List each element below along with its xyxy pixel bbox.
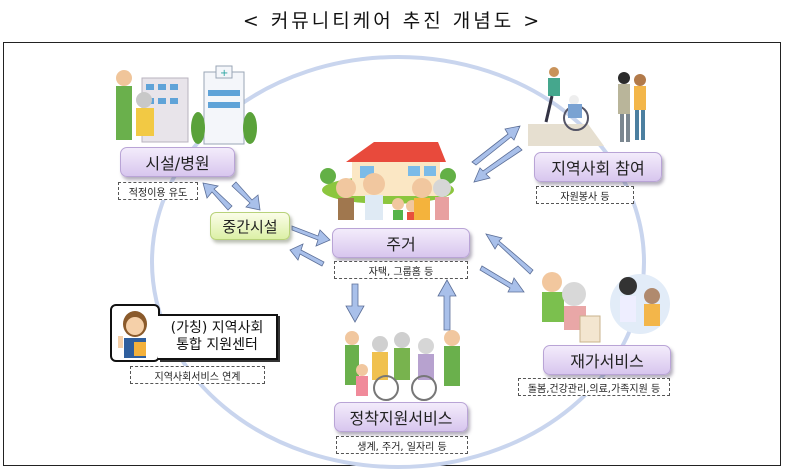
support-center-note: 지역사회서비스 연계 (130, 366, 265, 384)
community-note: 자원봉사 등 (536, 186, 634, 204)
housing-note: 자택, 그룹홈 등 (334, 261, 468, 279)
arrow-housing-to-settlement (345, 283, 365, 323)
arrow-settlement-to-housing (437, 279, 457, 331)
intermediate-facility-box: 중간시설 (210, 212, 290, 240)
support-center-note-text: 지역사회서비스 연계 (154, 371, 241, 383)
svg-text:+: + (220, 68, 228, 79)
facility-hospital-box: 시설/병원 (120, 147, 235, 177)
intermediate-label: 중간시설 (222, 217, 278, 236)
housing-box: 주거 (332, 228, 470, 258)
community-note-text: 자원봉사 등 (560, 191, 610, 203)
cycle-circle (150, 55, 646, 469)
support-center-line1: (가칭) 지역사회 (170, 320, 264, 336)
support-center-line2: 통합 지원센터 (176, 337, 258, 353)
support-center-box: (가칭) 지역사회 통합 지원센터 (110, 304, 280, 362)
home-care-illustration (542, 272, 670, 343)
arrow-homeservice-to-housing (485, 233, 534, 275)
settlement-support-box: 정착지원서비스 (334, 402, 468, 432)
arrow-intermediate-to-housing (291, 225, 331, 247)
home-service-note: 돌봄,건강관리,의료,가족지원 등 (518, 378, 670, 396)
facility-hospital-illustration: + (116, 65, 257, 145)
housing-note-text: 자택, 그룹홈 등 (368, 266, 434, 278)
counselor-icon (118, 311, 147, 358)
settlement-note: 생계, 주거, 일자리 등 (336, 436, 468, 454)
counselor-portrait-illustration (110, 304, 160, 362)
arrow-intermediate-to-facility (202, 182, 233, 211)
community-participation-box: 지역사회 참여 (534, 152, 662, 182)
page-title: < 커뮤니티케어 추진 개념도 > (242, 10, 543, 32)
support-center-label: (가칭) 지역사회 통합 지원센터 (158, 314, 278, 360)
facility-note-text: 적정이용 유도 (128, 187, 188, 199)
settlement-label: 정착지원서비스 (349, 409, 453, 428)
facility-note: 적정이용 유도 (118, 182, 198, 200)
home-service-label: 재가서비스 (570, 352, 644, 371)
arrow-community-to-housing (473, 145, 523, 183)
volunteer-wheelchair-illustration (528, 67, 646, 146)
settlement-note-text: 생계, 주거, 일자리 등 (357, 441, 447, 453)
arrow-housing-to-intermediate (289, 243, 325, 267)
family-house-illustration (320, 142, 456, 220)
housing-label: 주거 (386, 235, 416, 254)
facility-label: 시설/병원 (145, 154, 210, 173)
arrow-housing-to-homeservice (479, 265, 525, 293)
arrow-housing-to-community (471, 125, 521, 166)
home-service-note-text: 돌봄,건강관리,의료,가족지원 등 (527, 383, 661, 395)
group-wheelchair-illustration (345, 330, 460, 401)
community-label: 지역사회 참여 (551, 159, 645, 178)
arrow-facility-to-intermediate (231, 181, 261, 211)
home-service-box: 재가서비스 (543, 345, 671, 375)
